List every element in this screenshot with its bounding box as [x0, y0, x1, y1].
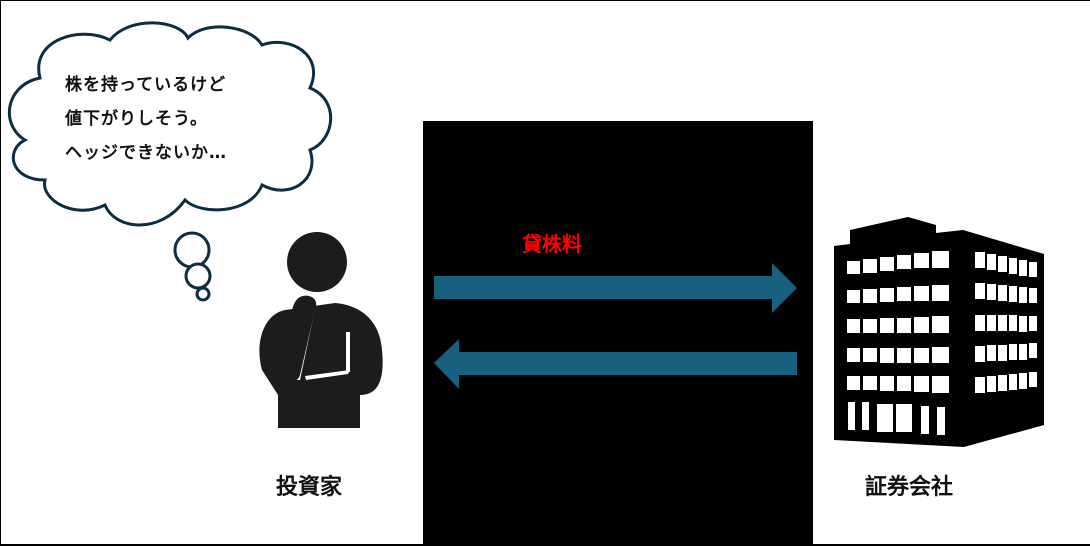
thought-line-1: 株を持っているけど: [65, 75, 227, 95]
thought-line-3: ヘッジできないか…: [65, 143, 227, 163]
broker-label: 証券会社: [865, 475, 954, 500]
thought-bubble-text: 株を持っているけど 値下がりしそう。 ヘッジできないか…: [65, 68, 227, 170]
arrow-right-icon: [434, 263, 797, 313]
redaction-box: [423, 121, 813, 546]
fee-label: 貸株料: [522, 232, 582, 256]
arrow-left-icon: [434, 339, 797, 389]
investor-label: 投資家: [276, 475, 343, 500]
thought-line-2: 値下がりしそう。: [65, 109, 208, 129]
